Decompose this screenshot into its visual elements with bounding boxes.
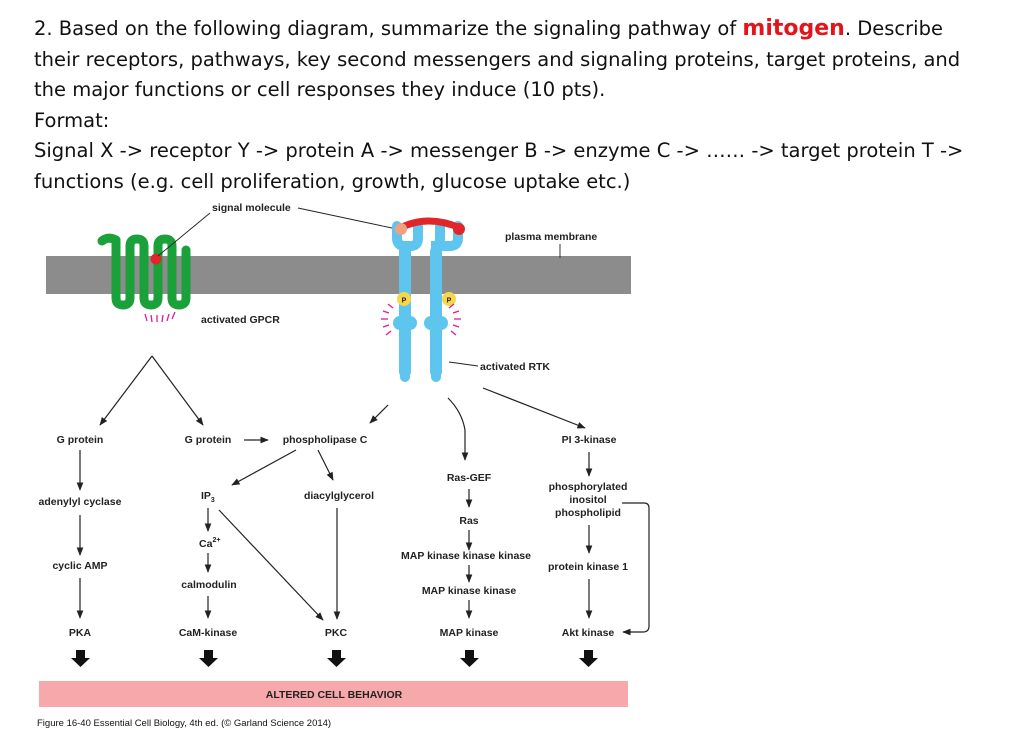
question-line-4: Format: (34, 108, 110, 132)
question-line-3: the major functions or cell responses th… (34, 78, 606, 101)
map-kinase-kinase: MAP kinase kinase (422, 585, 517, 597)
ip3: IP3 (201, 490, 215, 504)
signaling-diagram: P P signal molecule plasma membrane acti… (37, 202, 650, 729)
gpcr-activation-spark (144, 311, 176, 323)
svg-text:P: P (447, 298, 452, 305)
map-kinase: MAP kinase (440, 627, 499, 639)
thick-arrows (71, 650, 598, 667)
altered-cell-behavior-bar (39, 681, 628, 707)
pi3-kinase: PI 3-kinase (562, 434, 617, 446)
question-line-5: Signal X -> receptor Y -> protein A -> m… (34, 139, 964, 162)
pkc: PKC (325, 627, 348, 639)
figure-caption: Figure 16-40 Essential Cell Biology, 4th… (37, 718, 331, 729)
question-line-6: functions (e.g. cell proliferation, grow… (34, 169, 631, 193)
svg-text:P: P (402, 298, 407, 305)
ras: Ras (459, 515, 478, 527)
down-arrow-icon (71, 650, 90, 667)
phosphate-right: P (442, 292, 456, 306)
pka: PKA (69, 627, 92, 639)
cam-kinase: CaM-kinase (179, 627, 238, 639)
rtk-receptor (392, 221, 463, 382)
phospholipase-c: phospholipase C (283, 434, 368, 446)
mitogen-highlight: mitogen (742, 16, 845, 41)
rtk-ligand (395, 217, 465, 235)
activated-gpcr-label: activated GPCR (201, 314, 280, 326)
down-arrow-icon (460, 650, 479, 667)
calmodulin: calmodulin (181, 579, 236, 591)
cyclic-amp: cyclic AMP (52, 560, 107, 572)
phosphorylated-inositol-phospholipid-1: phosphorylated (549, 481, 628, 493)
g-protein-mid: G protein (185, 434, 232, 446)
question-line-2: their receptors, pathways, key second me… (34, 47, 961, 71)
ras-gef: Ras-GEF (447, 472, 492, 484)
question-line-1: 2. Based on the following diagram, summa… (34, 16, 943, 41)
altered-cell-behavior-label: ALTERED CELL BEHAVIOR (266, 689, 403, 701)
calcium: Ca2+ (199, 537, 220, 550)
akt-kinase: Akt kinase (562, 627, 615, 639)
activated-rtk-label: activated RTK (480, 361, 550, 373)
down-arrow-icon (579, 650, 598, 667)
g-protein-left: G protein (57, 434, 104, 446)
down-arrow-icon (327, 650, 346, 667)
signal-molecule-label: signal molecule (212, 202, 291, 214)
diacylglycerol: diacylglycerol (304, 490, 374, 502)
rtk-activation-spark (381, 303, 461, 336)
phosphorylated-inositol-phospholipid-3: phospholipid (555, 507, 621, 519)
phosphate-left: P (397, 292, 411, 306)
gpcr-signal-molecule (150, 253, 162, 265)
phosphorylated-inositol-phospholipid-2: inositol (569, 494, 606, 506)
question-text: 2. Based on the following diagram, summa… (34, 14, 1004, 197)
plasma-membrane-label: plasma membrane (505, 231, 597, 243)
protein-kinase-1: protein kinase 1 (548, 561, 628, 573)
map-kinase-kinase-kinase: MAP kinase kinase kinase (401, 550, 531, 562)
down-arrow-icon (199, 650, 218, 667)
gpcr-receptor (111, 234, 191, 310)
adenylyl-cyclase: adenylyl cyclase (39, 496, 122, 508)
